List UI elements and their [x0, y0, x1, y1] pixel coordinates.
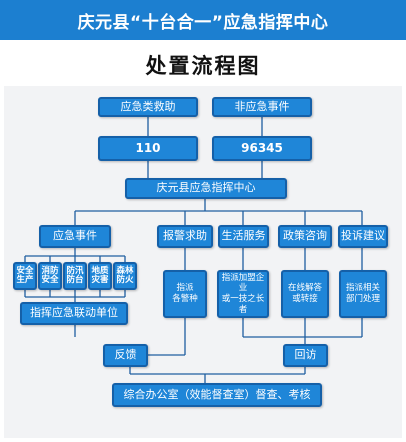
sub-unit-line: 森林 — [116, 265, 134, 276]
linkage-units-box: 指挥应急联动单位 — [20, 302, 128, 325]
life-service-box: 生活服务 — [218, 225, 269, 248]
sub-unit-line: 防台 — [66, 275, 84, 285]
page-title: 庆元县“十台合一”应急指挥中心 — [77, 12, 329, 33]
emergency-event-box: 应急事件 — [39, 225, 111, 248]
revisit-label: 回访 — [294, 348, 317, 362]
policy-consult-label: 政策咨询 — [283, 229, 327, 243]
dispatch-line: 指派 — [176, 283, 194, 294]
dispatch-line: 指派相关 — [345, 283, 380, 294]
command-center-label: 庆元县应急指挥中心 — [156, 181, 256, 195]
policy-consult-box: 政策咨询 — [278, 225, 332, 248]
complaint-label: 投诉建议 — [341, 229, 385, 243]
police-help-label: 报警求助 — [163, 229, 207, 243]
feedback-box: 反馈 — [103, 344, 148, 367]
emergency-rescue-label: 应急类救助 — [120, 99, 176, 113]
dispatch-line: 或一技之长者 — [221, 294, 265, 315]
dispatch-line: 部门处理 — [345, 294, 380, 304]
sub-unit-line: 地质 — [91, 265, 109, 276]
sub-unit-line: 防汛 — [66, 265, 84, 276]
sub-unit-line: 安全 — [16, 265, 34, 276]
dispatch-life-box: 指派加盟企业 或一技之长者 — [217, 270, 269, 318]
dispatch-line: 在线解答 — [287, 283, 322, 294]
sub-unit-forest-fire: 森林 防火 — [113, 262, 137, 290]
life-service-label: 生活服务 — [221, 229, 266, 243]
non-emergency-label: 非应急事件 — [234, 99, 290, 113]
sub-unit-geological-hazard: 地质 灾害 — [88, 262, 112, 290]
revisit-box: 回访 — [283, 344, 328, 367]
hotline-96345-box: 96345 — [212, 136, 312, 161]
sub-unit-safety-production: 安全 生产 — [13, 262, 37, 290]
page-title-banner: 庆元县“十台合一”应急指挥中心 — [0, 0, 406, 40]
linkage-units-label: 指挥应急联动单位 — [30, 306, 118, 320]
dispatch-police-box: 指派 各警种 — [163, 270, 207, 318]
hotline-110-box: 110 — [98, 136, 198, 161]
office-supervision-label: 综合办公室（效能督查室）督查、考核 — [123, 387, 311, 401]
sub-unit-line: 安全 — [41, 275, 59, 285]
flowchart-subtitle: 处置流程图 — [145, 54, 261, 78]
dispatch-policy-box: 在线解答 或转接 — [281, 270, 329, 318]
command-center-box: 庆元县应急指挥中心 — [125, 178, 287, 199]
complaint-box: 投诉建议 — [338, 225, 388, 248]
hotline-96345-label: 96345 — [241, 140, 283, 155]
dispatch-line: 或转接 — [292, 294, 318, 304]
office-supervision-box: 综合办公室（效能督查室）督查、考核 — [112, 383, 322, 407]
emergency-rescue-box: 应急类救助 — [98, 97, 198, 117]
sub-unit-fire-safety: 消防 安全 — [38, 262, 62, 290]
sub-unit-line: 灾害 — [91, 275, 109, 285]
sub-unit-line: 生产 — [16, 275, 34, 285]
sub-unit-line: 消防 — [41, 265, 59, 276]
hotline-110-label: 110 — [135, 140, 161, 155]
police-help-box: 报警求助 — [157, 225, 213, 248]
dispatch-line: 指派加盟企业 — [221, 272, 265, 294]
dispatch-line: 各警种 — [172, 294, 198, 304]
sub-unit-line: 防火 — [116, 275, 134, 285]
feedback-label: 反馈 — [114, 348, 137, 362]
sub-unit-flood-control: 防汛 防台 — [63, 262, 87, 290]
emergency-event-label: 应急事件 — [53, 229, 97, 243]
non-emergency-box: 非应急事件 — [212, 97, 312, 117]
dispatch-complaint-box: 指派相关 部门处理 — [339, 270, 387, 318]
